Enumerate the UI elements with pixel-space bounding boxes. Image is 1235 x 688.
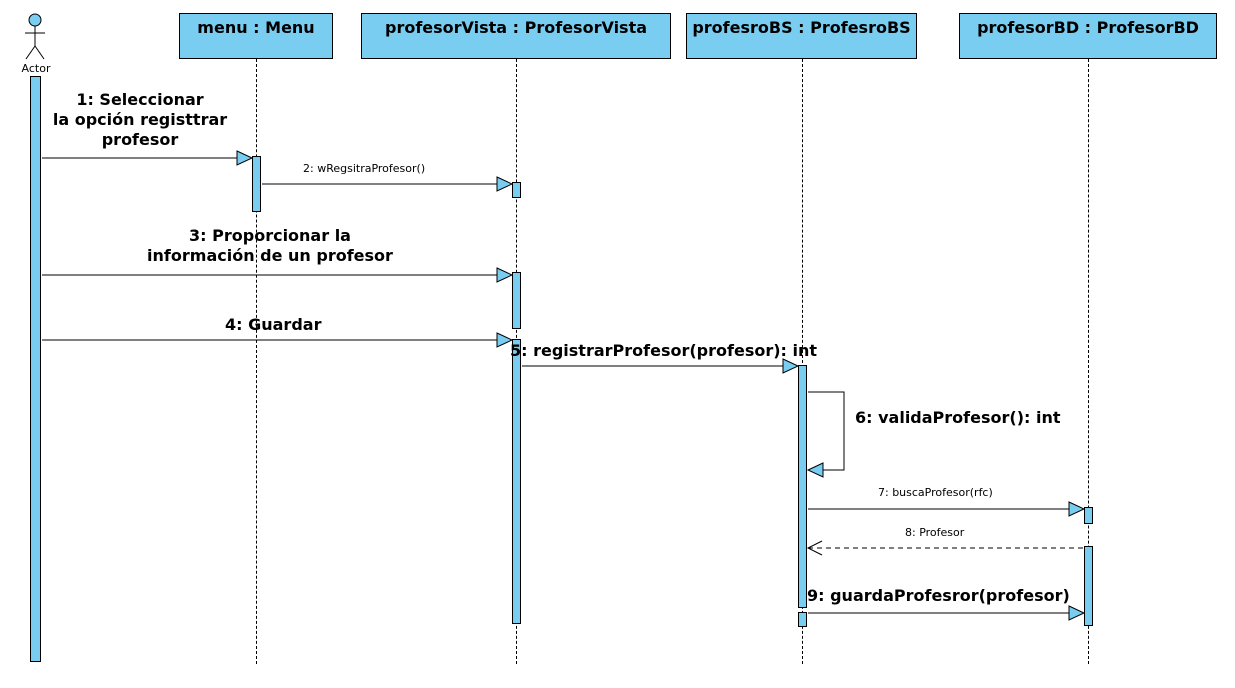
activation-bd-2: [1084, 546, 1093, 626]
message-8-label: 8: Profesor: [905, 526, 965, 539]
activation-vista-2: [512, 272, 521, 329]
activation-bd-1: [1084, 507, 1093, 524]
activation-vista-3: [512, 339, 521, 624]
message-4-label: 4: Guardar: [225, 315, 322, 334]
message-2-label: 2: wRegsitraProfesor(): [303, 162, 426, 175]
message-5-label: 5: registrarProfesor(profesor): int: [510, 341, 818, 360]
message-3-label: 3: Proporcionar la información de un pro…: [147, 226, 393, 265]
lifeline-profesor-vista-box[interactable]: profesorVista : ProfesorVista: [361, 13, 671, 59]
message-6-label: 6: validaProfesor(): int: [855, 408, 1061, 427]
activation-menu: [252, 156, 261, 212]
message-7-label: 7: buscaProfesor(rfc): [878, 486, 993, 499]
lifeline-menu-line: [256, 59, 257, 664]
activation-bs-1: [798, 365, 807, 608]
lifeline-menu-box[interactable]: menu : Menu: [179, 13, 333, 59]
activation-bs-2: [798, 612, 807, 627]
lifeline-bs-line: [802, 59, 803, 664]
lifeline-bd-line: [1088, 59, 1089, 664]
message-1-label: 1: Seleccionar la opción registtrar prof…: [52, 90, 228, 149]
activation-actor: [30, 76, 41, 662]
lifeline-profesro-bs-box[interactable]: profesroBS : ProfesroBS: [686, 13, 917, 59]
message-9-label: 9: guardaProfesror(profesor): [807, 586, 1070, 605]
actor-label: Actor: [21, 62, 51, 75]
activation-vista-1: [512, 182, 521, 198]
lifeline-profesor-bd-box[interactable]: profesorBD : ProfesorBD: [959, 13, 1217, 59]
